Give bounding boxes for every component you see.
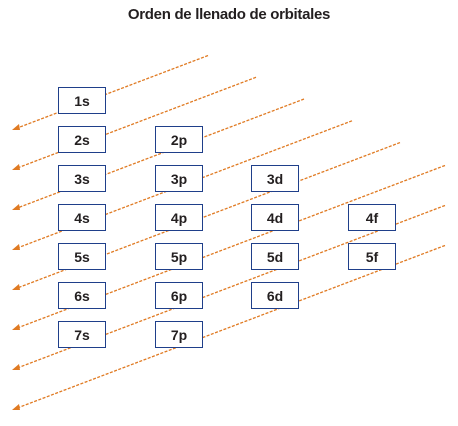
orbital-5d: 5d (251, 243, 299, 270)
orbital-3d: 3d (251, 165, 299, 192)
orbital-5f: 5f (348, 243, 396, 270)
orbital-5s: 5s (58, 243, 106, 270)
orbital-3s: 3s (58, 165, 106, 192)
orbital-4f: 4f (348, 204, 396, 231)
orbital-1s: 1s (58, 87, 106, 114)
orbital-6s: 6s (58, 282, 106, 309)
filling-arrow-6 (12, 164, 446, 330)
filling-arrow-7 (12, 204, 446, 370)
filling-arrow-1 (12, 54, 209, 130)
orbital-7p: 7p (155, 321, 203, 348)
filling-arrow-3 (12, 98, 305, 210)
filling-arrow-8 (12, 244, 446, 410)
orbital-3p: 3p (155, 165, 203, 192)
orbital-4p: 4p (155, 204, 203, 231)
filling-arrow-2 (12, 76, 257, 170)
orbital-2s: 2s (58, 126, 106, 153)
orbital-7s: 7s (58, 321, 106, 348)
orbital-4s: 4s (58, 204, 106, 231)
orbital-6p: 6p (155, 282, 203, 309)
orbital-2p: 2p (155, 126, 203, 153)
orbital-4d: 4d (251, 204, 299, 231)
orbital-6d: 6d (251, 282, 299, 309)
orbital-5p: 5p (155, 243, 203, 270)
diagram-title: Orden de llenado de orbitales (127, 6, 331, 23)
